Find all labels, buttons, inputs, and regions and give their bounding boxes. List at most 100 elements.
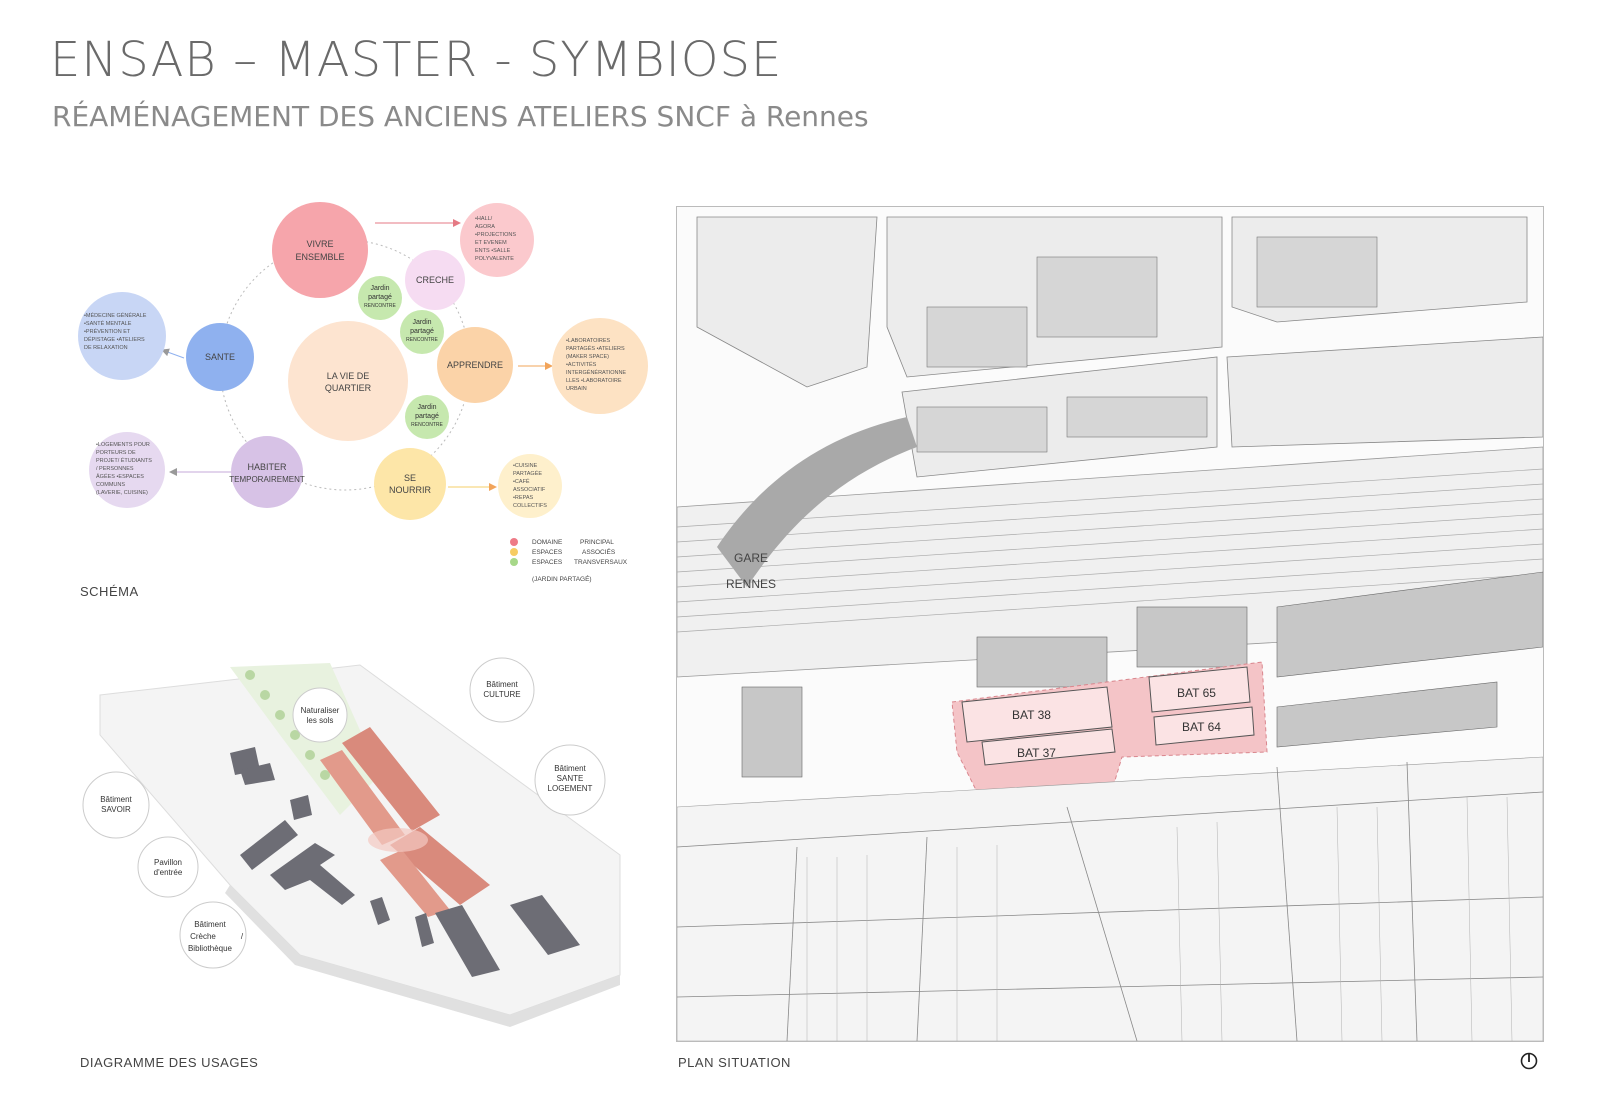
annotation-bubbles bbox=[82, 657, 606, 969]
label-quartier-1: LA VIE DE bbox=[327, 371, 370, 381]
workshop-halls bbox=[320, 727, 490, 917]
grey-buildings bbox=[230, 747, 580, 977]
building-block bbox=[240, 763, 275, 785]
node-vivre-ensemble bbox=[272, 202, 368, 298]
legend-note: (JARDIN PARTAGÉ) bbox=[532, 574, 592, 583]
note-apprendre-0: •LABORATOIRES bbox=[566, 338, 611, 344]
gare-label: GARE RENNES bbox=[726, 551, 776, 591]
bubble-savoir bbox=[82, 771, 150, 839]
tree-icon bbox=[275, 710, 285, 720]
note-nourrir-2: •CAFÉ bbox=[513, 478, 530, 485]
building-block bbox=[415, 913, 434, 947]
pavillon-1: Pavillon bbox=[154, 858, 182, 867]
jardin3-b: partagé bbox=[415, 413, 439, 420]
note-apprendre-bubble bbox=[552, 318, 648, 414]
legend-dot-principal bbox=[510, 538, 518, 546]
node-creche bbox=[405, 250, 465, 310]
label-quartier-2: QUARTIER bbox=[325, 383, 372, 393]
note-habiter-4: ÂGÉES •ESPACES bbox=[96, 473, 144, 480]
building-block bbox=[510, 895, 580, 955]
legend-label2-1: PRINCIPAL bbox=[580, 539, 614, 546]
label-creche: CRECHE bbox=[416, 275, 454, 285]
note-vivre-2: •PROJECTIONS bbox=[475, 232, 516, 238]
building bbox=[976, 636, 1108, 688]
north-buildings bbox=[916, 236, 1378, 453]
station-canopy bbox=[717, 417, 917, 587]
node-apprendre bbox=[437, 327, 513, 403]
label-sante: SANTE bbox=[205, 352, 235, 362]
node-sante bbox=[186, 323, 254, 391]
note-apprendre-4: INTERGÉNÉRATIONNE bbox=[566, 369, 626, 376]
node-jardin-1 bbox=[358, 276, 402, 320]
node-jardin-2 bbox=[400, 310, 444, 354]
note-nourrir-3: ASSOCIATIF bbox=[513, 487, 546, 493]
bubble-naturaliser bbox=[292, 687, 348, 743]
note-sante-4: DE RELAXATION bbox=[84, 345, 128, 351]
node-habiter bbox=[231, 436, 303, 508]
jardin1-a: Jardin bbox=[370, 285, 389, 292]
label-apprendre: APPRENDRE bbox=[447, 360, 503, 370]
building-block bbox=[290, 795, 312, 820]
label-nourrir-1: SE bbox=[404, 473, 416, 483]
legend-dot-associes bbox=[510, 548, 518, 556]
note-sante-bubble bbox=[78, 292, 166, 380]
note-apprendre-6: URBAIN bbox=[566, 386, 587, 392]
building bbox=[1256, 236, 1378, 308]
legend-label-1: DOMAINE bbox=[532, 539, 563, 546]
note-habiter-3: / PERSONNES bbox=[96, 466, 134, 472]
note-habiter-6: (LAVERIE, CUISINE) bbox=[96, 490, 148, 496]
rail-tracks bbox=[677, 468, 1543, 633]
sante-1: Bâtiment bbox=[554, 764, 586, 773]
note-habiter-0: •LOGEMENTS POUR bbox=[96, 442, 150, 448]
note-nourrir-1: PARTAGÉE bbox=[513, 470, 542, 477]
bat-64-label: BAT 64 bbox=[1182, 720, 1221, 734]
building bbox=[1276, 571, 1543, 678]
label-habiter-2: TEMPORAIREMENT bbox=[229, 475, 305, 484]
building bbox=[916, 406, 1048, 453]
jardin1-b: partagé bbox=[368, 294, 392, 301]
bubble-sante bbox=[534, 744, 606, 816]
hall-roof-4 bbox=[380, 850, 450, 917]
note-habiter-bubble bbox=[89, 432, 165, 508]
block bbox=[1226, 336, 1543, 448]
site-buildings bbox=[961, 666, 1255, 766]
note-apprendre-5: LLES •LABORATOIRE bbox=[566, 378, 622, 384]
pavillon-2: d'entrée bbox=[154, 868, 183, 877]
tree-icon bbox=[290, 730, 300, 740]
map-caption: PLAN SITUATION bbox=[678, 1055, 791, 1070]
node-se-nourrir bbox=[374, 448, 446, 520]
creche-2: Crèche bbox=[190, 932, 216, 941]
hall-roof-1 bbox=[342, 727, 440, 831]
note-vivre-4: ENTS •SALLE bbox=[475, 248, 511, 254]
node-jardin-3 bbox=[405, 395, 449, 439]
note-nourrir-0: •CUISINE bbox=[513, 463, 538, 469]
creche-3: / bbox=[241, 932, 244, 941]
legend-label2-2: ASSOCIÉS bbox=[582, 547, 616, 556]
jardin2-b: partagé bbox=[410, 328, 434, 335]
gare-label-1: GARE bbox=[734, 551, 768, 565]
jardin1-c: RENCONTRE bbox=[364, 303, 396, 309]
node-vie-de-quartier bbox=[288, 321, 408, 441]
gare-label-2: RENNES bbox=[726, 577, 776, 591]
legend-label2-3: TRANSVERSAUX bbox=[574, 559, 628, 566]
bat-38-label: BAT 38 bbox=[1012, 708, 1051, 722]
building bbox=[1066, 396, 1208, 438]
note-vivre-5: POLYVALENTE bbox=[475, 256, 514, 262]
building bbox=[741, 686, 803, 778]
note-habiter-5: COMMUNS bbox=[96, 482, 125, 488]
savoir-1: Bâtiment bbox=[100, 795, 132, 804]
tree-icon bbox=[245, 670, 255, 680]
note-apprendre-3: •ACTIVITÉS bbox=[566, 361, 597, 368]
schema-caption: SCHÉMA bbox=[80, 584, 139, 599]
tree-icon bbox=[260, 690, 270, 700]
arrow-sante bbox=[161, 348, 185, 359]
bubble-culture bbox=[469, 657, 535, 723]
note-sante-3: DÉPISTAGE •ATELIERS bbox=[84, 336, 145, 343]
culture-1: Bâtiment bbox=[486, 680, 518, 689]
label-vivre-2: ENSEMBLE bbox=[295, 252, 344, 262]
plaza bbox=[368, 828, 428, 852]
creche-4: Bibliothèque bbox=[188, 944, 233, 953]
note-sante-2: •PRÉVENTION ET bbox=[84, 328, 131, 335]
ground-edge bbox=[225, 885, 620, 1027]
note-vivre-0: •HALL/ bbox=[475, 216, 493, 222]
